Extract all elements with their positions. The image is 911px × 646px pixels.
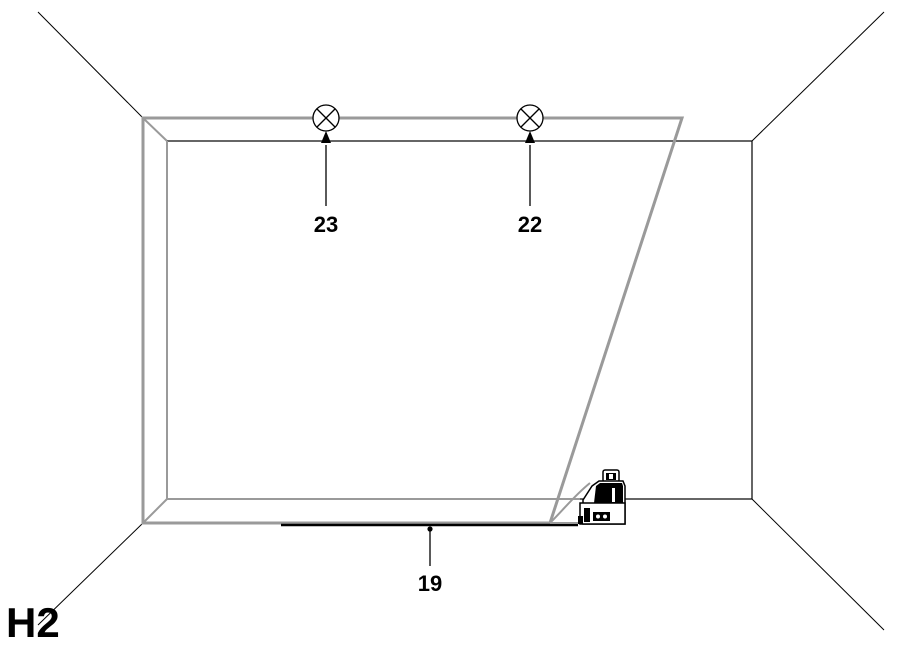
laser-beam-curve [549,482,591,524]
floor-callout-19: 19 [418,526,442,596]
figure-label: H2 [6,599,60,646]
laser-outer-outline [141,116,685,525]
corner-line-top-right [751,11,885,142]
corner-line-bottom-right [751,498,885,631]
corner-line-bottom-left [37,522,144,626]
crossed-circle-icon [312,104,340,132]
arrowhead-22 [525,131,535,143]
room-corner-lines [37,11,885,631]
laser-left-ceiling-diagonal [142,117,168,142]
laser-level-icon [578,469,626,525]
laser-left-floor-diagonal [142,498,168,524]
corner-line-top-left [37,11,144,119]
ceiling-target-23: 23 [312,104,340,237]
callout-label-23: 23 [314,212,338,237]
ceiling-target-22: 22 [516,104,544,237]
laser-projection [141,116,685,525]
arrowhead-23 [321,131,331,143]
laser-inner-outline [166,141,580,500]
crossed-circle-icon [516,104,544,132]
back-wall [166,140,753,500]
callout-label-22: 22 [518,212,542,237]
callout-label-19: 19 [418,571,442,596]
